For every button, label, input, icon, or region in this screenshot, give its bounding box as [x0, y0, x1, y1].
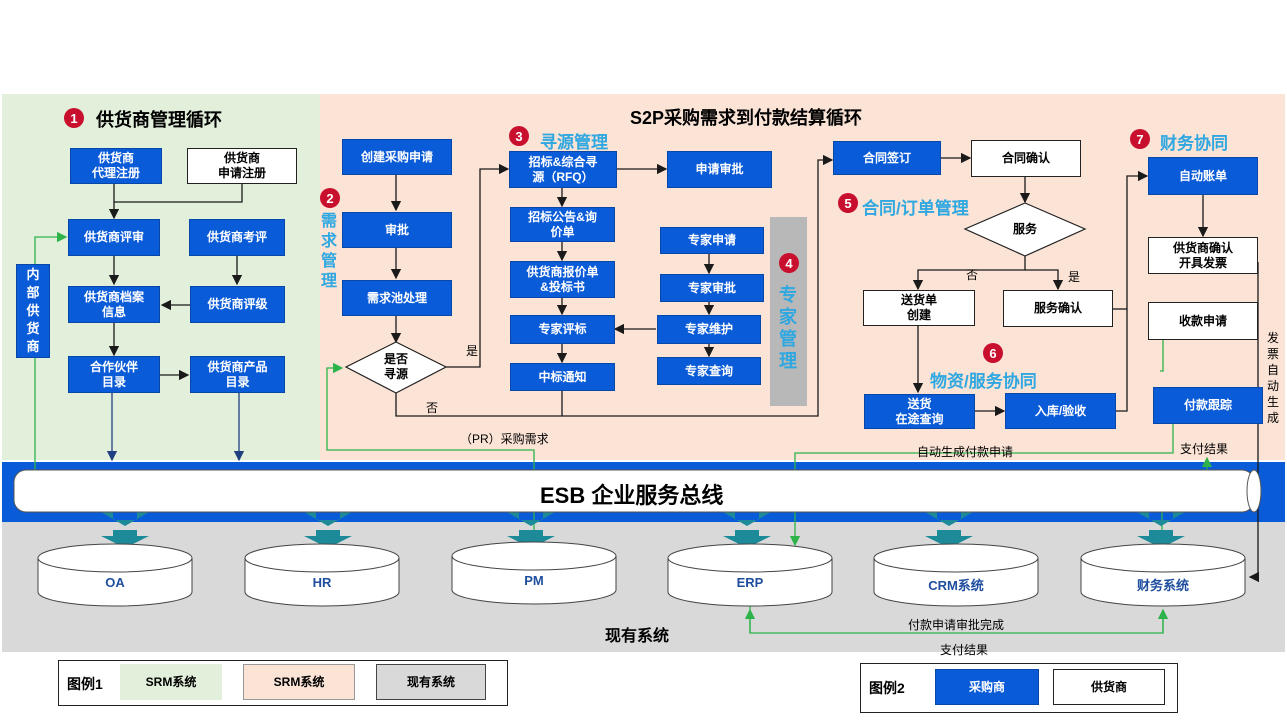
partner-catalog[interactable]: 合作伙伴 目录 [68, 356, 160, 393]
decision-service-text: 服务 [1012, 221, 1037, 236]
payment-tracking[interactable]: 付款跟踪 [1153, 387, 1263, 424]
auto-bill[interactable]: 自动账单 [1148, 157, 1258, 195]
system-crm[interactable]: CRM系统 [928, 578, 984, 593]
supplier-loop-title: 供货商管理循环 [96, 110, 222, 130]
supplier-product-catalog[interactable]: 供货商产品 目录 [190, 356, 285, 393]
demand-approve[interactable]: 审批 [342, 212, 452, 248]
system-finance[interactable]: 财务系统 [1136, 578, 1189, 593]
existing-systems-region [2, 522, 1285, 652]
esb-label: ESB 企业服务总线 [540, 483, 724, 508]
rfq[interactable]: 招标&综合寻 源（RFQ） [509, 151, 617, 188]
decision-diamond-sourcing [344, 341, 448, 394]
supplier-apply-register[interactable]: 供货商 申请注册 [187, 148, 297, 184]
supplier-evaluate[interactable]: 供货商考评 [189, 219, 285, 256]
payment-result-bottom-label: 支付结果 [940, 643, 989, 657]
delivery-in-transit-query[interactable]: 送货 在途查询 [864, 394, 975, 429]
marker-3: 3 [509, 126, 529, 146]
decision-no-label: 否 [426, 401, 439, 415]
legend-purchaser: 采购商 [935, 669, 1039, 705]
supplier-agent-register[interactable]: 供货商 代理注册 [70, 148, 162, 184]
expert-title: 专家管理 [779, 285, 797, 371]
warehouse-receive[interactable]: 入库/验收 [1005, 393, 1116, 429]
contract-title: 合同/订单管理 [862, 199, 969, 218]
system-hr[interactable]: HR [312, 575, 332, 590]
tender-notice[interactable]: 招标公告&询 价单 [510, 207, 615, 242]
system-pm[interactable]: PM [524, 573, 544, 588]
supplier-invoice-confirm[interactable]: 供货商确认 开具发票 [1148, 237, 1258, 274]
contract-sign[interactable]: 合同签订 [833, 141, 941, 175]
demand-pool[interactable]: 需求池处理 [342, 280, 452, 316]
legend-existing-gray: 现有系统 [376, 664, 486, 700]
legend-1-title: 图例1 [67, 676, 103, 692]
contract-confirm[interactable]: 合同确认 [971, 140, 1081, 177]
legend-srm-peach: SRM系统 [243, 664, 355, 700]
material-title: 物资/服务协同 [930, 372, 1037, 391]
decision-yes-label: 是 [466, 344, 479, 358]
expert-apply[interactable]: 专家申请 [660, 227, 764, 254]
demand-title: 需求管理 [320, 213, 337, 290]
marker-7: 7 [1130, 129, 1150, 149]
award-notice[interactable]: 中标通知 [510, 363, 615, 391]
decision-diamond-service [963, 202, 1087, 257]
legend-srm-green: SRM系统 [120, 664, 222, 700]
marker-2: 2 [320, 188, 340, 208]
legend-2-title: 图例2 [869, 680, 905, 696]
application-approve[interactable]: 申请审批 [667, 151, 772, 188]
sourcing-title: 寻源管理 [540, 133, 608, 152]
marker-5: 5 [838, 193, 858, 213]
service-yes-label: 是 [1068, 270, 1081, 284]
s2p-title: S2P采购需求到付款结算循环 [630, 108, 863, 128]
expert-bid-evaluation[interactable]: 专家评标 [510, 315, 615, 344]
invoice-auto-generate-label: 发票自动生成 [1266, 331, 1279, 425]
system-erp[interactable]: ERP [736, 575, 764, 590]
collection-request[interactable]: 收款申请 [1148, 302, 1258, 340]
decision-sourcing-text: 是否 寻源 [383, 352, 408, 381]
supplier-quote[interactable]: 供货商报价单 &投标书 [510, 261, 615, 298]
marker-6: 6 [983, 343, 1003, 363]
supplier-review[interactable]: 供货商评审 [68, 219, 160, 256]
legend-supplier: 供货商 [1053, 669, 1165, 705]
finance-title: 财务协同 [1160, 134, 1228, 153]
payment-result-right-label: 支付结果 [1180, 442, 1229, 456]
internal-supplier[interactable]: 内部供货商 [16, 264, 50, 358]
auto-payment-request-label: 自动生成付款申请 [917, 445, 1014, 459]
create-purchase-request[interactable]: 创建采购申请 [342, 139, 452, 175]
service-confirm[interactable]: 服务确认 [1003, 290, 1113, 327]
supplier-archive[interactable]: 供货商档案 信息 [68, 286, 160, 323]
expert-approve[interactable]: 专家审批 [660, 274, 764, 302]
existing-systems-label: 现有系统 [605, 628, 670, 645]
expert-panel [770, 217, 807, 406]
expert-maintain[interactable]: 专家维护 [657, 315, 761, 344]
expert-query[interactable]: 专家查询 [657, 357, 761, 385]
marker-4: 4 [779, 253, 799, 273]
pr-demand-label: （PR）采购需求 [460, 432, 549, 446]
payment-approved-label: 付款申请审批完成 [908, 618, 1005, 632]
system-oa[interactable]: OA [105, 575, 125, 590]
delivery-note-create[interactable]: 送货单 创建 [863, 290, 975, 326]
marker-1: 1 [64, 108, 84, 128]
service-no-label: 否 [966, 268, 979, 282]
supplier-rating[interactable]: 供货商评级 [190, 286, 285, 323]
